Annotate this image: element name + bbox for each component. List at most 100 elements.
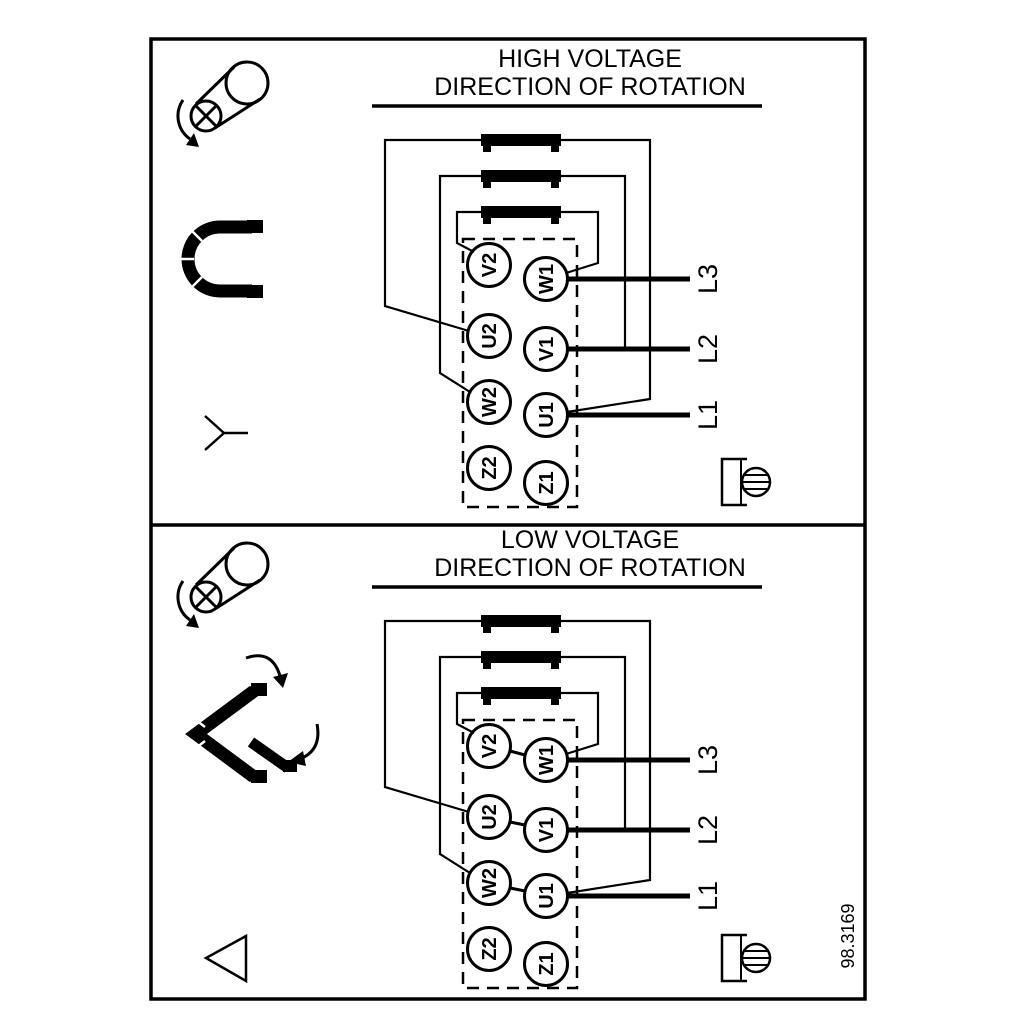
delta-connection-icon bbox=[203, 933, 248, 984]
supply-lines: L3 L2 L1 bbox=[568, 745, 723, 911]
terminal-w2: W2 bbox=[466, 379, 512, 425]
jumper-bar-tab bbox=[551, 627, 559, 633]
panel-title: LOW VOLTAGE DIRECTION OF ROTATION bbox=[372, 526, 762, 589]
link-clip bbox=[247, 220, 263, 233]
terminal-u1: U1 bbox=[523, 873, 569, 919]
jumper-bar bbox=[481, 615, 561, 627]
rotation-arrow-arc bbox=[176, 580, 191, 622]
terminal-circle bbox=[523, 737, 569, 783]
link-strap bbox=[185, 685, 258, 783]
ground-screw-icon bbox=[720, 933, 772, 983]
supply-label-l3: L3 bbox=[693, 264, 723, 294]
jumper-bar-tab bbox=[551, 663, 559, 669]
terminal-z2: Z2 bbox=[466, 445, 512, 491]
terminal-circle bbox=[523, 326, 569, 372]
jumper-bar-tab bbox=[483, 699, 491, 705]
terminal-u2: U2 bbox=[466, 794, 512, 840]
supply-label-l3: L3 bbox=[693, 745, 723, 775]
supply-lines: L3 L2 L1 bbox=[568, 264, 723, 430]
title-line2: DIRECTION OF ROTATION bbox=[434, 73, 746, 101]
title-line1: HIGH VOLTAGE bbox=[498, 45, 682, 73]
terminal-label: U2 bbox=[479, 323, 501, 349]
terminal-circle bbox=[466, 723, 512, 769]
phillips-cross-line bbox=[193, 103, 219, 129]
terminal-w1: W1 bbox=[523, 256, 569, 302]
jumper-bar-tab bbox=[551, 146, 559, 152]
terminal-label: V2 bbox=[479, 253, 501, 277]
link-clip bbox=[251, 683, 267, 696]
supply-label-l2: L2 bbox=[693, 815, 723, 845]
terminal-label: W1 bbox=[536, 264, 558, 294]
terminal-label: Z2 bbox=[479, 456, 501, 479]
ground-bracket bbox=[720, 933, 747, 983]
terminal-box bbox=[461, 237, 579, 509]
screw-rotation-icon bbox=[176, 541, 270, 628]
jumper-bar bbox=[481, 687, 561, 699]
panel-title: HIGH VOLTAGE DIRECTION OF ROTATION bbox=[372, 45, 762, 108]
jumper-bar-tab bbox=[483, 663, 491, 669]
terminal-circle bbox=[523, 392, 569, 438]
terminal-circle bbox=[466, 926, 512, 972]
terminal-circle bbox=[523, 460, 569, 506]
delta-bridge bbox=[509, 820, 526, 827]
terminal-circle bbox=[466, 379, 512, 425]
link-hatch bbox=[181, 230, 203, 288]
terminal-label: U1 bbox=[536, 402, 558, 428]
screw-rotation-icon bbox=[176, 60, 270, 147]
rotation-arrow-head bbox=[186, 133, 199, 147]
terminal-v1: V1 bbox=[523, 326, 569, 372]
terminal-label: V1 bbox=[536, 818, 558, 842]
link-clip bbox=[247, 285, 263, 298]
terminal-label: Z2 bbox=[479, 937, 501, 960]
terminal-w2: W2 bbox=[466, 860, 512, 906]
screw-head-circle bbox=[189, 580, 223, 614]
terminal-label: U2 bbox=[479, 804, 501, 830]
link-clip bbox=[251, 770, 267, 783]
supply-label-l1: L1 bbox=[693, 400, 723, 430]
terminal-circle bbox=[523, 941, 569, 987]
screw-tip-circle bbox=[224, 541, 270, 587]
terminals: V2 U2 W2 Z2 W1 V1 bbox=[466, 242, 569, 506]
move-arrow-arc bbox=[245, 654, 282, 677]
star-symbol bbox=[204, 415, 248, 451]
delta-bridge bbox=[509, 886, 526, 893]
title-line2: DIRECTION OF ROTATION bbox=[434, 554, 746, 582]
delta-symbol bbox=[203, 933, 248, 984]
terminal-u2: U2 bbox=[466, 313, 512, 359]
jumper-bar-tab bbox=[483, 627, 491, 633]
supply-label-l2: L2 bbox=[693, 334, 723, 364]
jumper-bars bbox=[481, 615, 561, 705]
terminal-box bbox=[461, 718, 579, 990]
rotation-arrow-head bbox=[186, 614, 199, 628]
jumper-bar-tab bbox=[483, 218, 491, 224]
outer-border bbox=[149, 37, 867, 1001]
low-voltage-panel: LOW VOLTAGE DIRECTION OF ROTATION bbox=[176, 526, 772, 990]
delta-bridge bbox=[509, 749, 526, 757]
jumper-bar-tab bbox=[551, 218, 559, 224]
jumper-bar-tab bbox=[551, 699, 559, 705]
terminal-label: Z1 bbox=[536, 471, 558, 494]
jumper-bar-tab bbox=[483, 182, 491, 188]
jumper-bar bbox=[481, 651, 561, 663]
terminal-label: W1 bbox=[536, 745, 558, 775]
loose-link bbox=[247, 737, 292, 773]
ground-bracket bbox=[720, 457, 747, 507]
supply-label-l1: L1 bbox=[693, 881, 723, 911]
title-line1: LOW VOLTAGE bbox=[501, 526, 679, 554]
terminal-v2: V2 bbox=[466, 723, 512, 769]
delta-links-icon bbox=[185, 654, 320, 783]
terminals: V2 U2 W2 Z2 W1 V1 bbox=[466, 723, 569, 987]
link-hatch bbox=[195, 719, 206, 749]
terminal-label: W2 bbox=[479, 868, 501, 898]
drawing-number: 98.3169 bbox=[838, 903, 858, 968]
jumper-bar-tab bbox=[483, 146, 491, 152]
terminal-label: Z1 bbox=[536, 952, 558, 975]
terminal-circle bbox=[466, 445, 512, 491]
terminal-circle bbox=[523, 256, 569, 302]
terminal-z1: Z1 bbox=[523, 941, 569, 987]
phillips-cross-line bbox=[193, 584, 219, 610]
move-arrow-head bbox=[273, 673, 288, 688]
terminal-v1: V1 bbox=[523, 807, 569, 853]
diagram-frame bbox=[149, 37, 867, 1001]
